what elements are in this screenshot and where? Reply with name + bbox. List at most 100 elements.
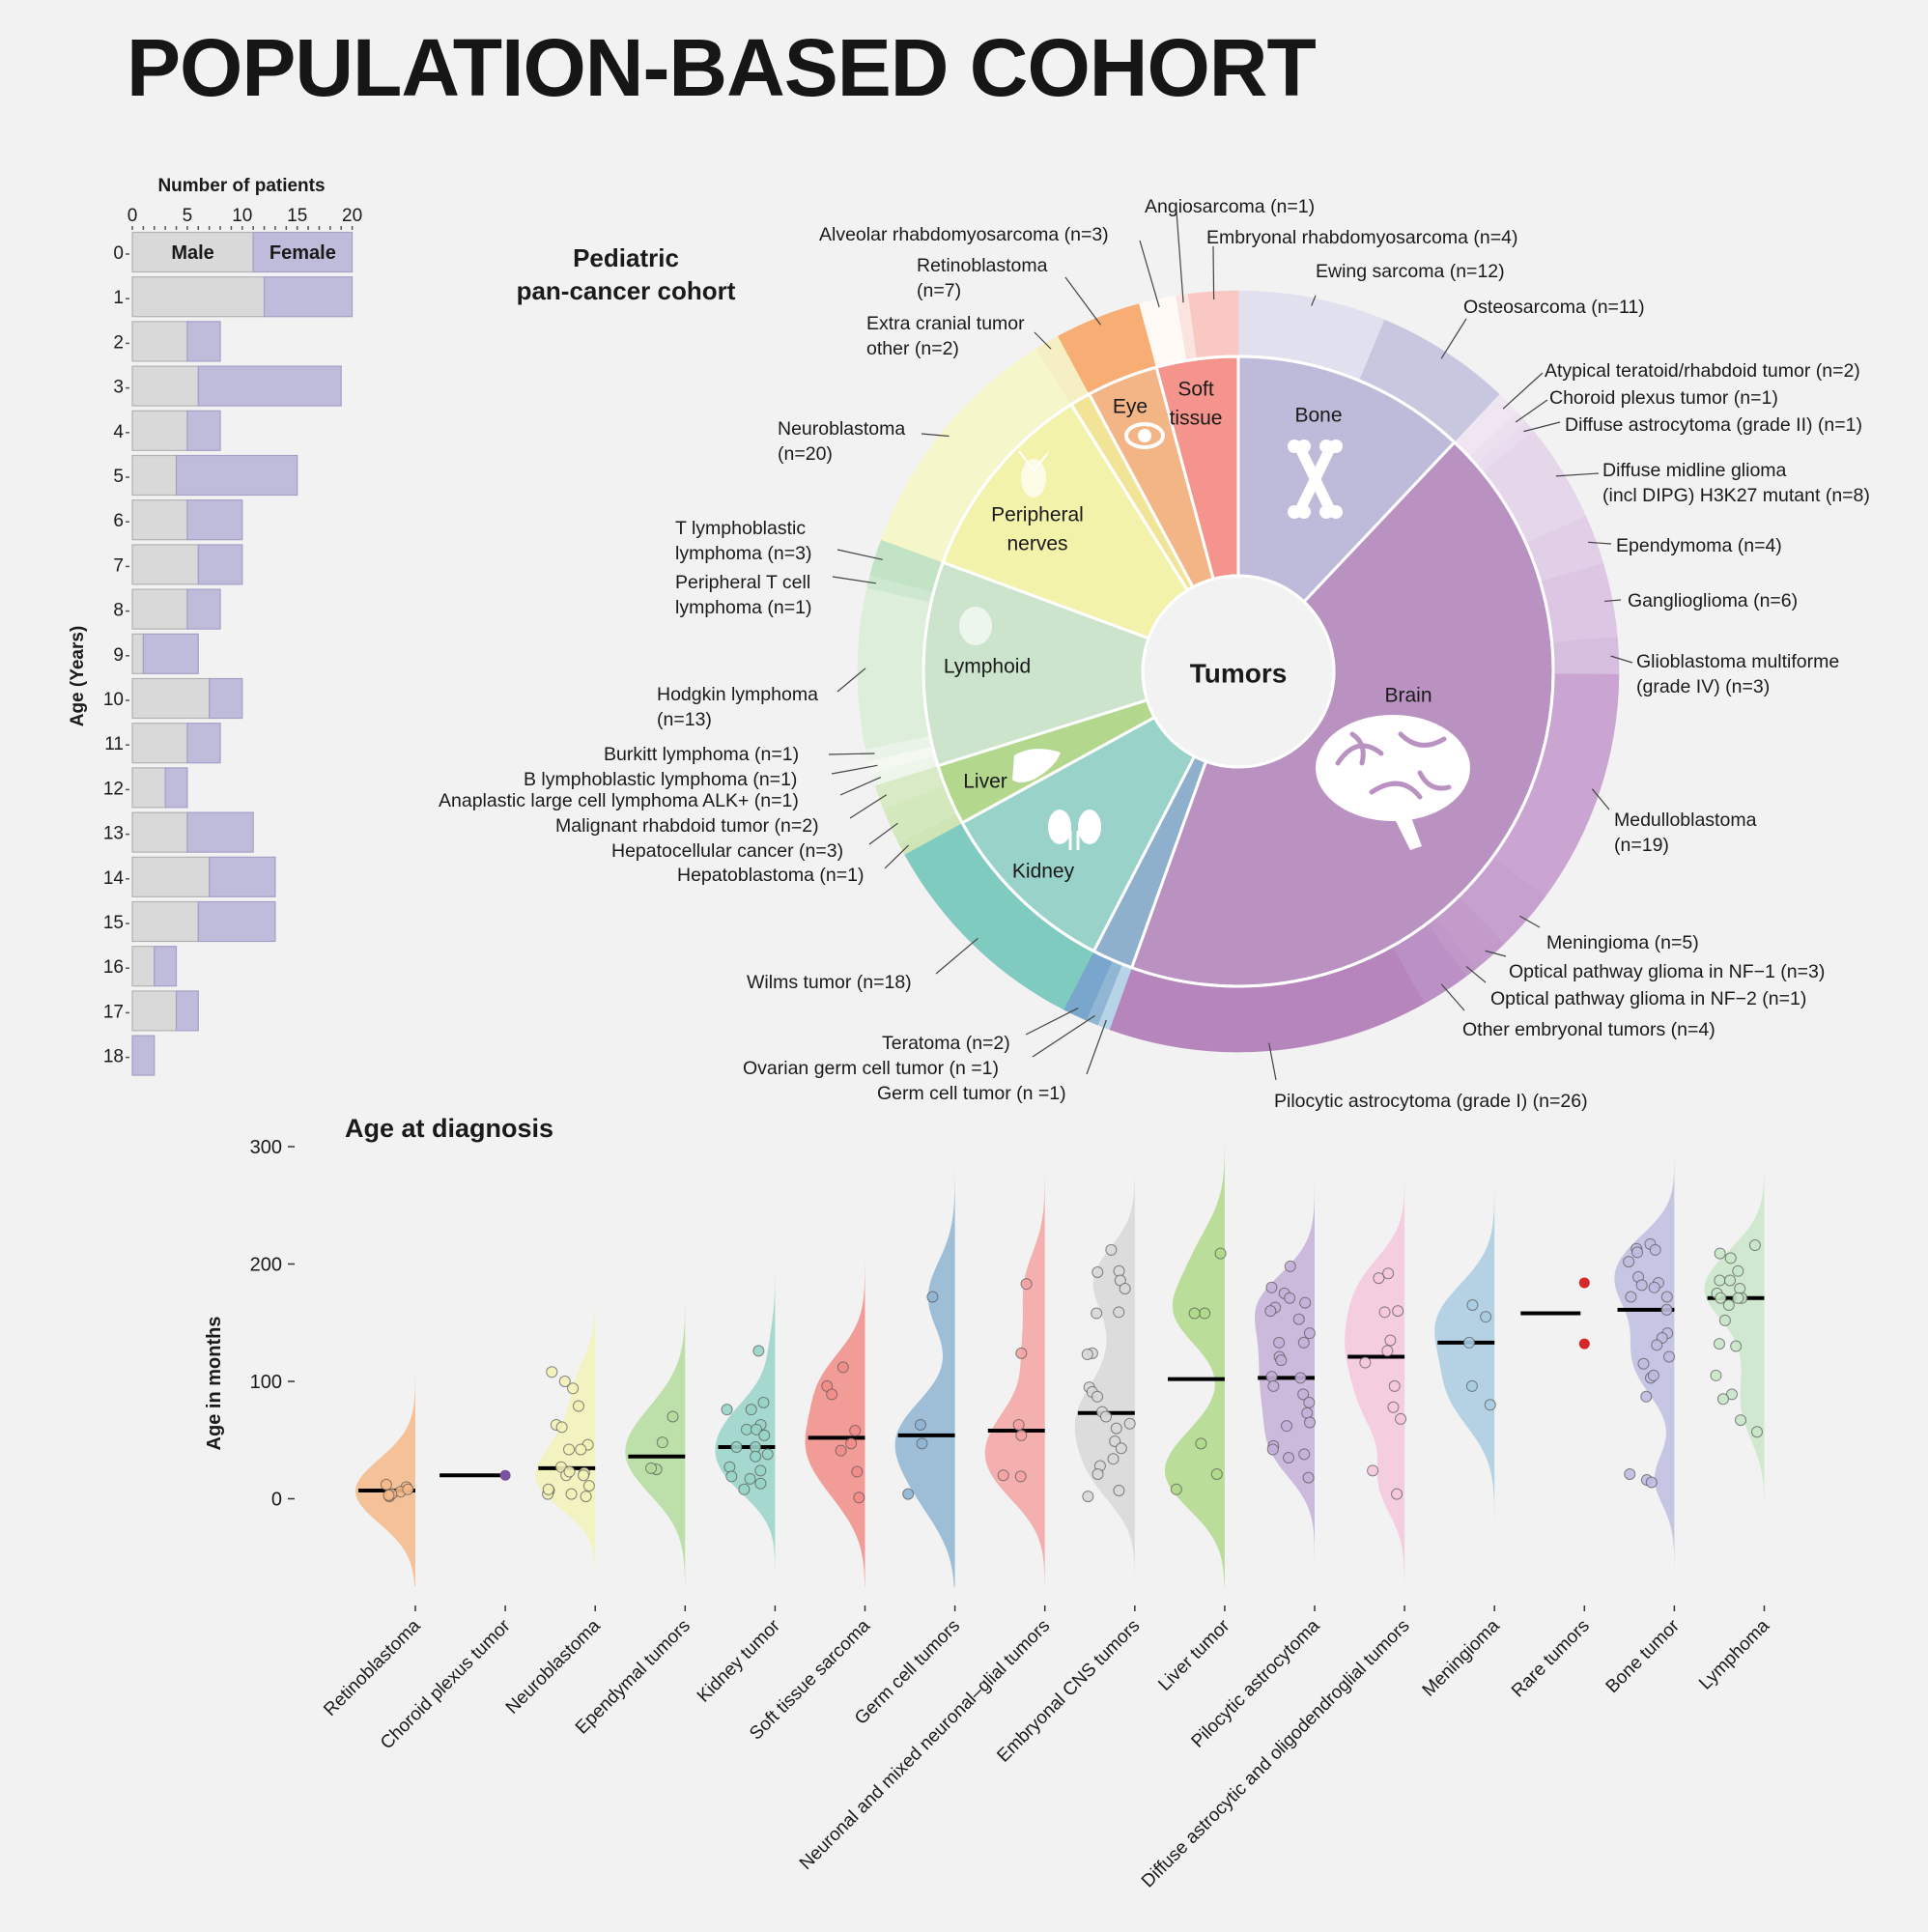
violin-title: Age at diagnosis <box>345 1114 553 1143</box>
data-point <box>835 1444 847 1457</box>
x-tick-label: 10 <box>232 206 252 226</box>
data-point <box>1750 1426 1763 1438</box>
data-point <box>1267 1379 1280 1392</box>
leader-line <box>1440 318 1467 359</box>
y-tick-label: 0 <box>271 1490 282 1511</box>
data-point <box>1663 1350 1676 1363</box>
legend-female-label: Female <box>269 242 336 264</box>
bar-male <box>131 499 188 541</box>
outer-segment-label: Neuroblastoma <box>778 418 905 440</box>
inner-segment-label: Eye <box>1113 396 1148 418</box>
violin-shape <box>355 1140 415 1587</box>
x-tick-label: Bone tumor <box>1602 1615 1685 1697</box>
violin-shape <box>984 1140 1045 1587</box>
data-point <box>1298 1448 1311 1461</box>
violin-shape <box>535 1140 596 1587</box>
bar-female <box>252 231 354 273</box>
data-point <box>563 1465 576 1478</box>
data-point <box>757 1396 770 1408</box>
data-point <box>1302 1471 1315 1484</box>
data-point <box>383 1489 395 1501</box>
data-point <box>1710 1369 1722 1381</box>
leader-line <box>884 844 909 869</box>
leader-line <box>1311 295 1317 306</box>
outer-segment-label: Medulloblastoma <box>1614 810 1757 831</box>
data-point <box>754 1464 767 1477</box>
inner-segment-label: nerves <box>1007 533 1067 555</box>
data-point <box>1014 1470 1027 1483</box>
inner-segment-label: Lymphoid <box>944 656 1031 678</box>
bar-male <box>131 231 254 273</box>
outer-segment-label: Ganglioglioma (n=6) <box>1628 590 1798 611</box>
data-point <box>761 1448 774 1461</box>
x-tick-label: 5 <box>183 206 193 226</box>
outer-segment-label: (n=13) <box>657 709 712 730</box>
data-point <box>1660 1291 1673 1303</box>
outer-segment-label: (grade IV) (n=3) <box>1636 676 1770 697</box>
leader-line <box>849 794 888 819</box>
data-point <box>1649 1243 1661 1256</box>
outer-segment-label: Ependymoma (n=4) <box>1616 535 1782 556</box>
outer-segment-label: (n=19) <box>1614 835 1669 856</box>
outer-segment-label: (n=20) <box>778 443 833 465</box>
bar-female <box>131 1035 156 1076</box>
leader-line <box>1610 655 1633 664</box>
data-point <box>1373 1272 1385 1285</box>
data-point <box>1578 1277 1590 1289</box>
data-point <box>1265 1281 1278 1293</box>
data-point <box>402 1483 414 1495</box>
outer-segment-label: Retinoblastoma <box>917 255 1048 276</box>
outer-segment-label: Hepatocellular cancer (n=3) <box>611 840 843 862</box>
leader-line <box>1440 983 1465 1011</box>
data-point <box>926 1291 939 1303</box>
bar-male <box>131 767 166 809</box>
data-point <box>1281 1420 1293 1433</box>
data-point <box>745 1404 757 1416</box>
data-point <box>1722 1299 1735 1312</box>
bar-female <box>263 276 354 318</box>
leader-line <box>1588 541 1612 545</box>
bar-male <box>131 365 199 407</box>
inner-segment-label: Brain <box>1384 685 1432 707</box>
bar-male <box>131 856 211 897</box>
data-point <box>1092 1467 1104 1480</box>
outer-segment-label: Peripheral T cell <box>675 572 810 593</box>
data-point <box>1640 1390 1653 1403</box>
outer-segment <box>857 586 932 750</box>
data-point <box>1732 1292 1744 1304</box>
y-tick-label: 6 <box>113 511 124 531</box>
data-point <box>666 1410 679 1423</box>
y-tick-label: 18 <box>103 1047 124 1067</box>
data-point <box>1297 1336 1310 1349</box>
y-tick-label: 3 <box>113 378 124 398</box>
data-point <box>1264 1305 1277 1318</box>
bar-male <box>131 454 178 497</box>
data-point <box>1367 1464 1379 1477</box>
data-point <box>546 1366 558 1378</box>
outer-segment-label: Malignant rhabdoid tumor (n=2) <box>555 815 819 837</box>
data-point <box>826 1388 838 1401</box>
data-point <box>1265 1371 1278 1383</box>
data-point <box>380 1478 392 1491</box>
bar-female <box>197 365 342 407</box>
data-point <box>1724 1252 1737 1264</box>
outer-segment-label: (incl DIPG) H3K27 mutant (n=8) <box>1602 485 1870 506</box>
data-point <box>1660 1303 1673 1316</box>
violin-shape <box>805 1140 865 1587</box>
data-point <box>1484 1399 1496 1411</box>
outer-segment-label: Diffuse midline glioma <box>1602 460 1787 481</box>
data-point <box>1188 1307 1201 1320</box>
nerve-icon <box>1018 450 1049 497</box>
y-tick-label: 300 <box>250 1137 282 1158</box>
outer-segment-label: Atypical teratoid/rhabdoid tumor (n=2) <box>1545 360 1860 382</box>
data-point <box>580 1491 592 1503</box>
leader-line <box>1604 599 1622 603</box>
outer-segment-label: Glioblastoma multiforme <box>1636 651 1839 672</box>
y-tick-label: 7 <box>113 555 124 576</box>
data-point <box>1714 1247 1726 1260</box>
data-point <box>542 1483 554 1495</box>
bar-male <box>131 900 199 943</box>
inner-segment-label: Peripheral <box>991 504 1084 526</box>
